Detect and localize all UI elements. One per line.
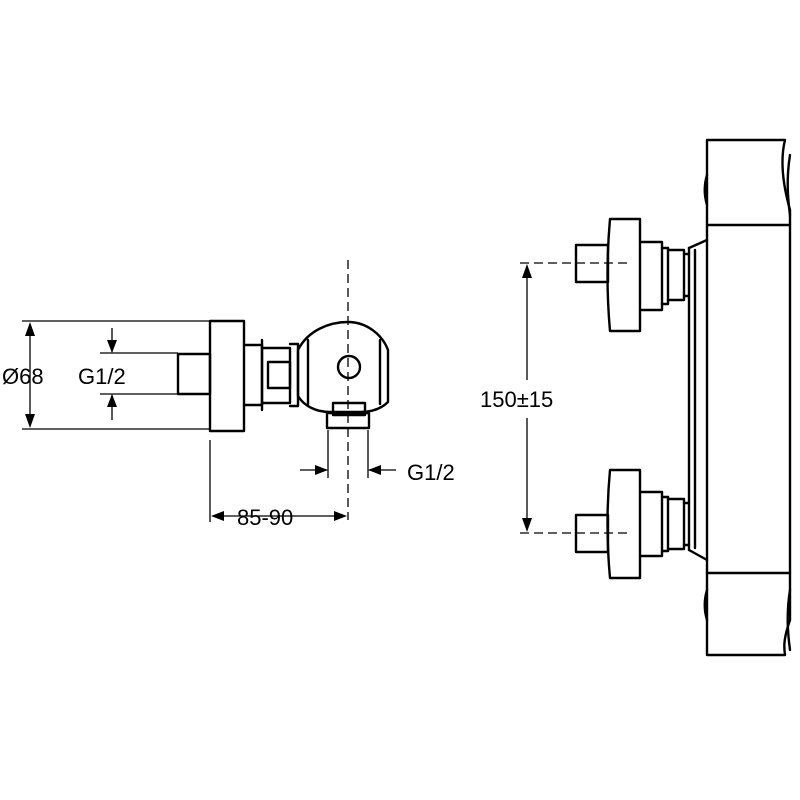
center-distance-label: 150±15 bbox=[480, 387, 553, 412]
wall-distance-dimension bbox=[209, 440, 347, 522]
diameter-dimension bbox=[22, 320, 210, 430]
wall-distance-label: 85-90 bbox=[237, 505, 293, 530]
upper-flange bbox=[606, 217, 642, 333]
front-view: 150±15 bbox=[480, 138, 792, 657]
diameter-label: Ø68 bbox=[2, 364, 44, 389]
thermostat-body bbox=[705, 138, 792, 657]
coupling-body bbox=[242, 343, 264, 407]
side-view: Ø68 G1/2 bbox=[2, 260, 455, 530]
valve-spindle bbox=[336, 354, 362, 380]
valve-body bbox=[296, 320, 390, 414]
hex-nut bbox=[266, 360, 292, 390]
outlet-thread-label: G1/2 bbox=[407, 460, 455, 485]
lower-flange bbox=[606, 468, 642, 580]
lower-connector bbox=[574, 468, 691, 580]
outlet-nut bbox=[331, 401, 367, 417]
wall-flange bbox=[208, 319, 246, 433]
inlet-thread-dimension bbox=[100, 328, 178, 420]
inlet-thread-label: G1/2 bbox=[78, 364, 126, 389]
inlet-pipe bbox=[176, 352, 212, 396]
upper-connector bbox=[574, 217, 691, 333]
center-distance-dimension bbox=[522, 264, 532, 532]
outlet-thread-dimension bbox=[300, 430, 396, 478]
